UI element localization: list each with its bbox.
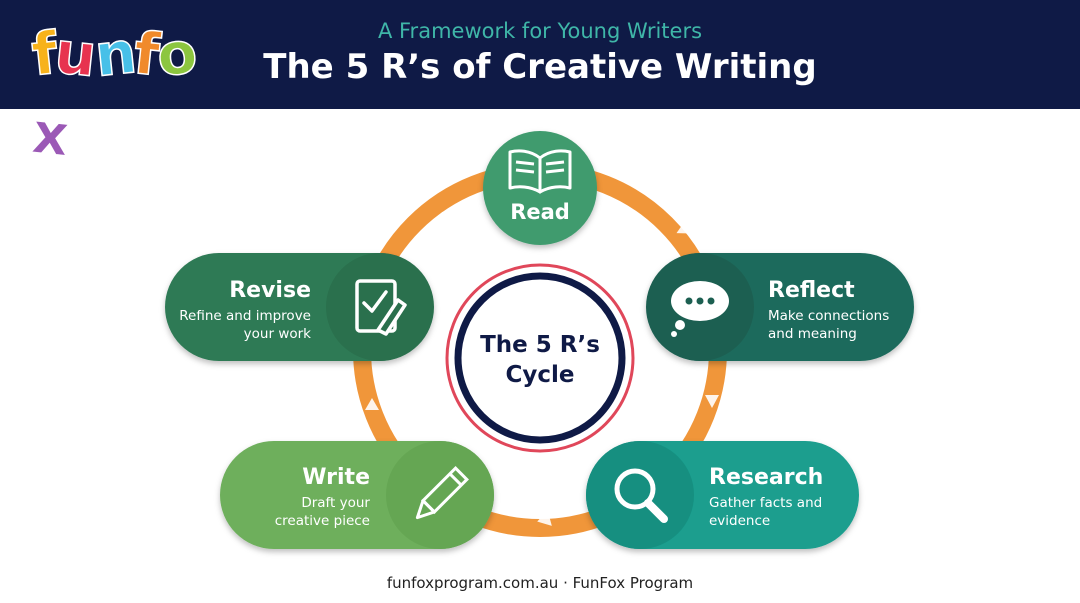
ring-arrow [705,395,719,408]
ring-arrow [433,211,448,225]
reflect-desc-2: and meaning [768,326,857,342]
stage-research[interactable]: Research Gather facts and evidence [586,441,859,549]
thought-bubble-icon [671,281,729,337]
reflect-desc-1: Make connections [768,308,889,324]
write-desc-1: Draft your [301,495,370,511]
pencil-icon [415,466,469,520]
ring-arrow [537,510,552,526]
revise-label: Revise [229,278,311,303]
research-icon-circle [586,441,694,549]
revise-desc-1: Refine and improve [179,308,311,324]
header-banner: funfox A Framework for Young Writers The… [0,0,1080,170]
write-desc-2: creative piece [275,513,370,529]
read-label: Read [510,200,570,224]
center-line-2: Cycle [506,362,575,388]
research-desc-2: evidence [709,513,770,529]
ring-arrows [365,211,719,526]
ring-arrow [365,398,379,410]
center-line-1: The 5 R’s [480,332,600,358]
book-icon [508,149,572,194]
ring-arrow [676,220,691,234]
revise-icon-circle [326,253,434,361]
footer-credit[interactable]: funfoxprogram.com.au · FunFox Program [386,574,694,592]
five-rs-cycle-diagram: The 5 R’s Cycle Read Reflect Make connec… [165,131,914,549]
research-desc-1: Gather facts and [709,495,822,511]
stage-read[interactable]: Read [483,131,597,245]
subtitle: A Framework for Young Writers [377,19,703,43]
revise-desc-2: your work [244,326,311,342]
stage-revise[interactable]: Revise Refine and improve your work [165,253,434,361]
magnifier-icon [614,468,668,523]
stage-write[interactable]: Write Draft your creative piece [220,441,494,549]
stage-reflect[interactable]: Reflect Make connections and meaning [646,253,914,361]
reflect-label: Reflect [768,278,855,303]
write-icon-circle [386,441,494,549]
checklist-icon [355,279,407,336]
write-label: Write [302,465,370,490]
page-title: The 5 R’s of Creative Writing [263,47,817,87]
center-circle [454,272,626,444]
research-label: Research [709,465,823,490]
